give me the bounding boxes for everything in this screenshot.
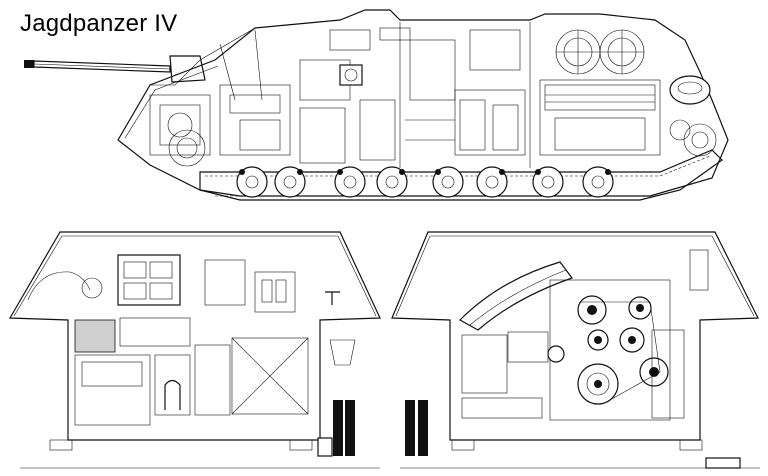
rear-cross-section [391, 231, 760, 469]
interior-details [149, 29, 711, 164]
road-wheels [236, 166, 614, 198]
rear-engine [547, 279, 671, 421]
gun-barrel [24, 55, 206, 83]
rear-track [400, 400, 760, 469]
diagram-title: Jagdpanzer IV [20, 10, 178, 37]
front-cross-section [8, 231, 381, 469]
side-cutaway-view [24, 9, 729, 201]
hull-superstructure [117, 9, 729, 197]
front-track [20, 400, 380, 469]
